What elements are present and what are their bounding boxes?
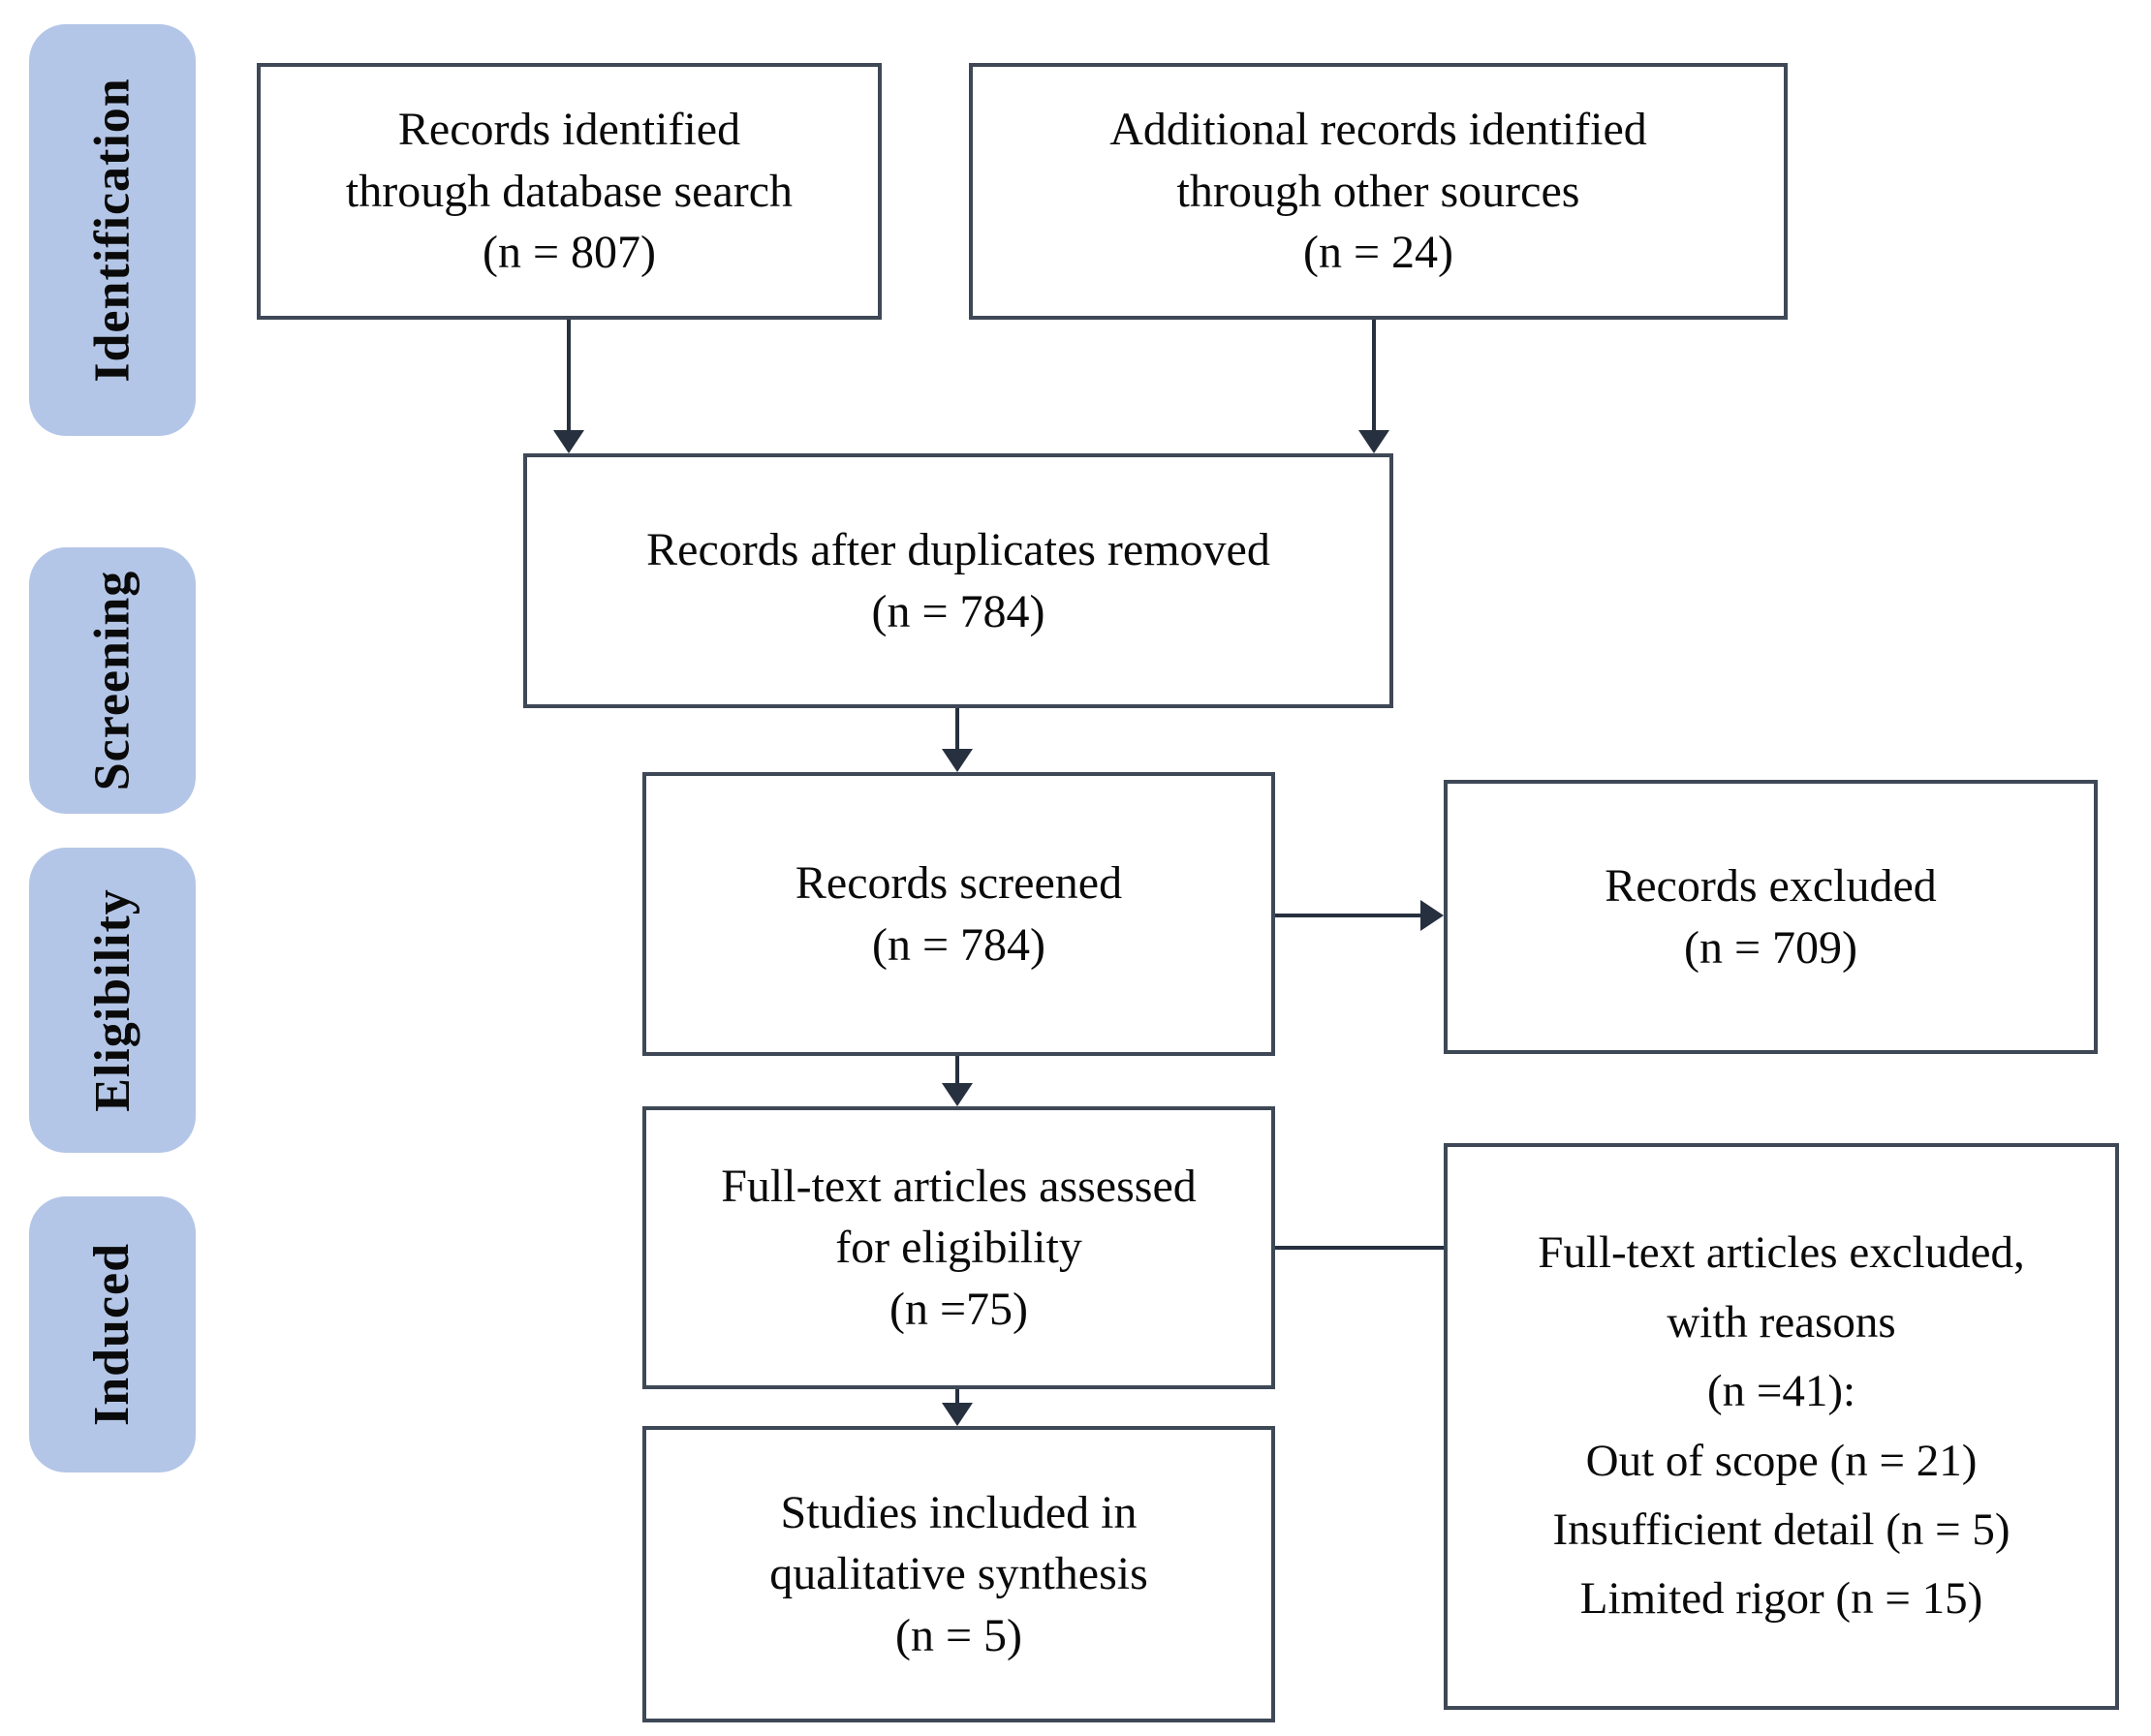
stage-eligibility: Eligibility [29,848,196,1153]
box-fulltext-assessed-count: (n =75) [888,1283,1029,1335]
box-fulltext-excluded: Full-text articles excluded, with reason… [1444,1143,2119,1710]
box-after-duplicates: Records after duplicates removed (n = 78… [523,453,1393,708]
box-records-excluded: Records excluded (n = 709) [1444,780,2098,1054]
box-after-duplicates-line1: Records after duplicates removed [646,524,1270,576]
box-records-identified-count: (n = 807) [482,227,657,279]
arrow-screened-to-fulltext-head [942,1083,973,1106]
box-records-screened: Records screened (n = 784) [642,772,1275,1056]
box-after-duplicates-count: (n = 784) [871,585,1045,637]
box-additional-records-line1: Additional records identified [1109,104,1647,156]
arrow-screened-to-excluded-head [1420,900,1444,931]
arrow-fulltext-to-included-head [942,1403,973,1426]
box-fulltext-assessed-line2: for eligibility [835,1222,1082,1274]
box-records-excluded-count: (n = 709) [1683,921,1858,974]
box-additional-records: Additional records identified through ot… [969,63,1788,320]
arrow-identified-to-duplicates-line [567,320,571,430]
arrow-screened-to-fulltext-line [955,1056,959,1085]
box-fulltext-excluded-line2: with reasons [1667,1296,1896,1348]
box-records-screened-count: (n = 784) [871,918,1046,971]
box-additional-records-line2: through other sources [1176,165,1580,217]
box-records-excluded-line1: Records excluded [1605,860,1937,913]
box-fulltext-assessed-line1: Full-text articles assessed [721,1160,1197,1212]
box-fulltext-excluded-reason2: Insufficient detail (n = 5) [1552,1504,2011,1555]
stage-screening: Screening [29,547,196,814]
box-records-screened-line1: Records screened [795,857,1123,910]
box-studies-included-line2: qualitative synthesis [769,1548,1148,1600]
box-fulltext-excluded-count: (n =41): [1706,1366,1856,1417]
stage-induced-label: Induced [84,1242,140,1427]
box-studies-included-line1: Studies included in [780,1486,1138,1538]
stage-identification-label: Identification [84,78,140,383]
arrow-additional-to-duplicates-line [1372,320,1376,430]
arrow-fulltext-to-included-line [955,1389,959,1405]
stage-identification: Identification [29,24,196,436]
stage-induced: Induced [29,1196,196,1472]
arrow-duplicates-to-screened-head [942,749,973,772]
box-fulltext-assessed: Full-text articles assessed for eligibil… [642,1106,1275,1389]
box-additional-records-count: (n = 24) [1302,227,1454,279]
box-records-identified: Records identified through database sear… [257,63,882,320]
box-records-identified-line2: through database search [345,165,794,217]
box-fulltext-excluded-reason3: Limited rigor (n = 15) [1579,1573,1983,1625]
stage-eligibility-label: Eligibility [84,888,140,1112]
arrow-screened-to-excluded-line [1275,914,1422,917]
stage-screening-label: Screening [84,570,140,791]
arrow-additional-to-duplicates-head [1358,430,1389,453]
box-fulltext-excluded-line1: Full-text articles excluded, [1538,1227,2025,1279]
arrow-duplicates-to-screened-line [955,708,959,749]
box-studies-included: Studies included in qualitative synthesi… [642,1426,1275,1722]
connector-fulltext-to-excluded-line [1275,1246,1444,1250]
box-fulltext-excluded-reason1: Out of scope (n = 21) [1585,1435,1978,1486]
box-studies-included-count: (n = 5) [894,1609,1023,1661]
box-records-identified-line1: Records identified [397,104,741,156]
arrow-identified-to-duplicates-head [553,430,584,453]
